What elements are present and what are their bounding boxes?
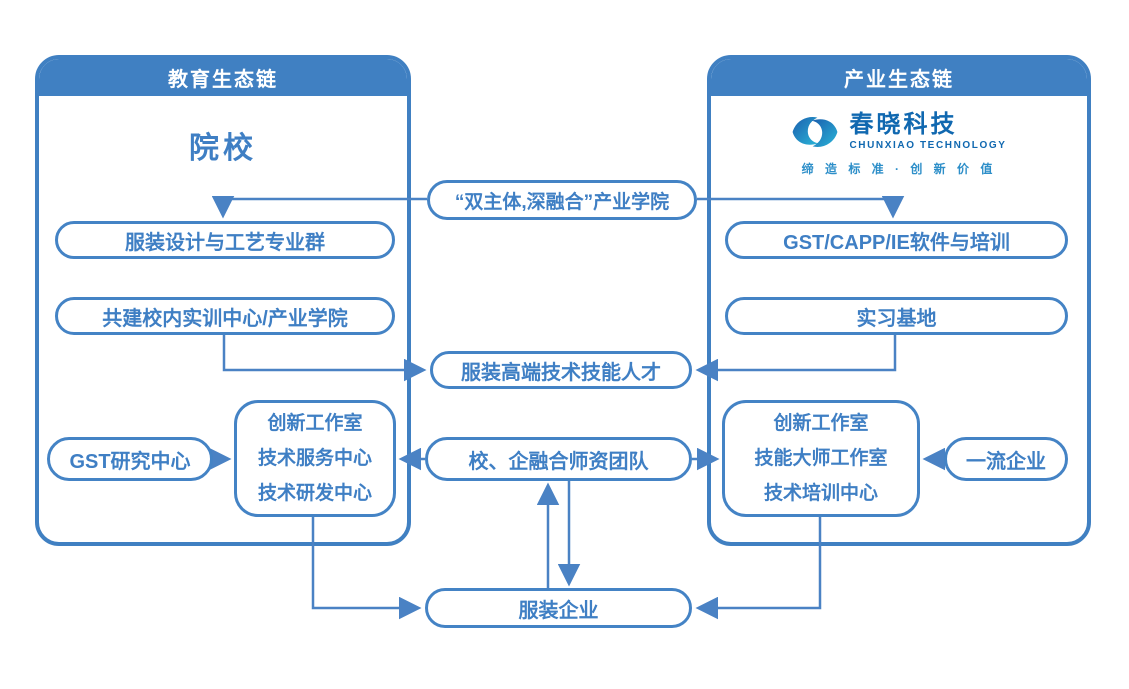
tech-service-center-label: 技术服务中心 xyxy=(257,448,372,469)
logo-company-subtitle: CHUNXIAO TECHNOLOGY xyxy=(849,140,1007,151)
swirl-logo-icon xyxy=(793,116,838,147)
enterprise-centers-box: 创新工作室 技能大师工作室 技术培训中心 xyxy=(722,400,920,517)
chunxiao-logo: 春晓科技 CHUNXIAO TECHNOLOGY 缔 造 标 准 · 创 新 价… xyxy=(707,112,1091,177)
tech-rnd-center-label: 技术研发中心 xyxy=(257,483,372,504)
innovation-studio-label-right: 创新工作室 xyxy=(773,413,869,434)
industry-chain-header: 产业生态链 xyxy=(711,59,1087,99)
skill-master-studio-label: 技能大师工作室 xyxy=(754,448,888,469)
school-centers-box: 创新工作室 技术服务中心 技术研发中心 xyxy=(234,400,396,517)
colleges-title: 院校 xyxy=(189,132,257,165)
school-enterprise-faculty-pill: 校、企融合师资团队 xyxy=(425,437,692,481)
gst-research-center-pill: GST研究中心 xyxy=(47,437,213,481)
high-end-talents-pill: 服装高端技术技能人才 xyxy=(430,351,692,389)
education-chain-header: 教育生态链 xyxy=(39,59,407,99)
first-class-enterprise-pill: 一流企业 xyxy=(944,437,1068,481)
garment-enterprise-pill: 服装企业 xyxy=(425,588,692,628)
logo-tagline: 缔 造 标 准 · 创 新 价 值 xyxy=(801,162,997,176)
gst-capp-ie-software-pill: GST/CAPP/IE软件与培训 xyxy=(725,221,1068,259)
logo-company-name: 春晓科技 xyxy=(849,111,958,138)
tech-training-center-label: 技术培训中心 xyxy=(763,483,878,504)
internship-base-pill: 实习基地 xyxy=(725,297,1068,335)
dual-subject-industry-college-pill: “双主体,深融合”产业学院 xyxy=(427,180,697,220)
fashion-design-group-pill: 服装设计与工艺专业群 xyxy=(55,221,395,259)
industry-chain-header-label: 产业生态链 xyxy=(844,69,954,91)
innovation-studio-label: 创新工作室 xyxy=(267,413,363,434)
education-chain-header-label: 教育生态链 xyxy=(168,69,278,91)
campus-training-center-pill: 共建校内实训中心/产业学院 xyxy=(55,297,395,335)
